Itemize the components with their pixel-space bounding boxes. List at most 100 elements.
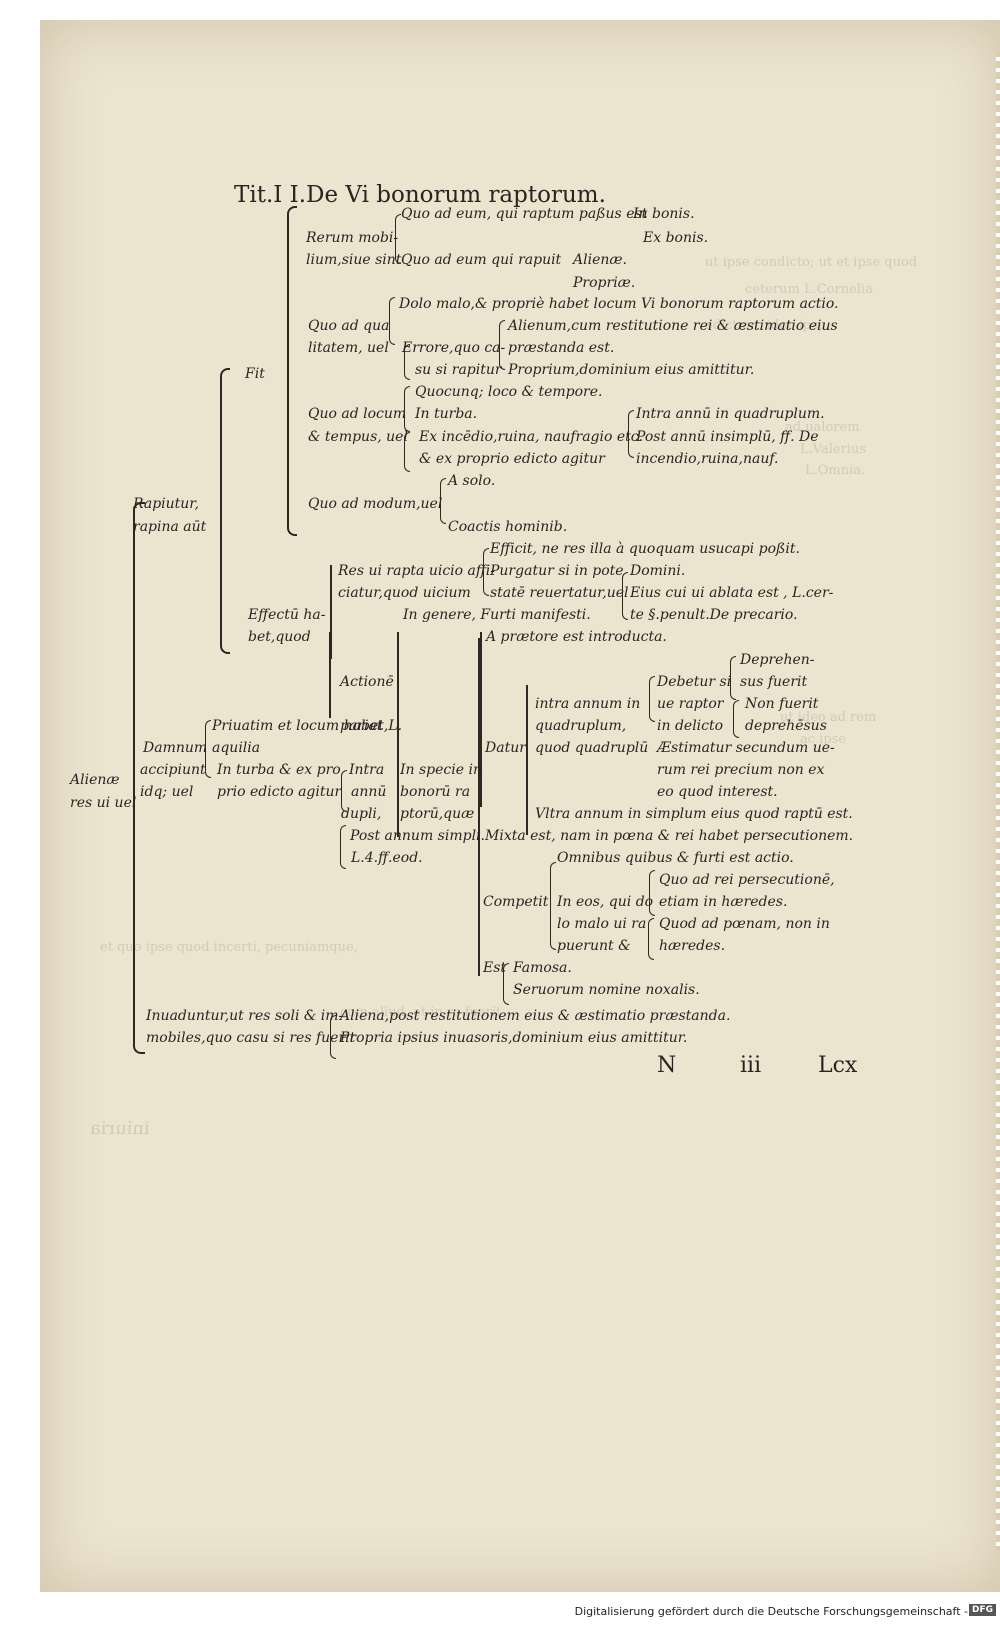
text-line: Alienæ. (573, 252, 627, 268)
ghost-text: iniuria (90, 1118, 150, 1139)
text-line: & ex proprio edicto agitur (419, 451, 605, 467)
ghost-text: ut ideo ad rem (780, 710, 877, 725)
text-line: Famosa. (513, 960, 572, 976)
text-line: Quo ad modum,uel (308, 496, 443, 512)
text-line: Proprium,dominium eius amittitur. (508, 362, 755, 378)
text-line: lo malo ui ra (557, 916, 647, 932)
text-line: Alienum,cum restitutione rei & æstimatio… (508, 318, 838, 334)
brace (483, 548, 489, 596)
brace (205, 720, 211, 778)
text-line: Eius cui ui ablata est , L.cer- (630, 585, 834, 601)
text-line: Ex incēdio,ruina, naufragio etc. (419, 429, 644, 445)
bracket-effectu (330, 565, 332, 659)
bracket-main (133, 502, 145, 1054)
text-line: Quod ad pœnam, non in (659, 916, 830, 932)
brace (404, 344, 410, 380)
text-line: Quo ad rei persecutionē, (659, 872, 835, 888)
brace (440, 478, 446, 524)
bracket-actione (329, 632, 331, 718)
text-line: deprehēsus (745, 718, 827, 734)
ghost-text: L.Omnia. (805, 463, 866, 478)
text-line: dupli, (341, 806, 382, 822)
text-line: aquilia (212, 740, 261, 756)
text-line: Res ui rapta uicio affi- (338, 563, 495, 579)
text-line: lium,siue sint (306, 252, 402, 268)
ghost-text: et quo ipse quod incerti, pecuniamque, (100, 940, 358, 955)
text-line: Rerum mobi- (306, 230, 399, 246)
text-line: Quo ad qua (308, 318, 390, 334)
brace (503, 963, 509, 1005)
footer-bar: Digitalisierung gefördert durch die Deut… (0, 1594, 1000, 1626)
text-line: res ui uel (70, 795, 137, 811)
signature-number: iii (740, 1053, 762, 1078)
text-line: Est (483, 960, 507, 976)
text-line: Effectū ha- (248, 607, 326, 623)
page-title: Tit.I I.De Vi bonorum raptorum. (234, 182, 606, 208)
brace (499, 320, 505, 370)
text-line: Efficit, ne res illa à quoquam usucapi p… (490, 541, 800, 557)
text-line: sus fuerit (740, 674, 808, 690)
text-line: accipiunt (140, 762, 206, 778)
brace (649, 870, 655, 916)
brace (340, 825, 346, 869)
text-line: Ex bonis. (643, 230, 709, 246)
text-line: A prætore est introducta. (486, 629, 667, 645)
brace (550, 862, 556, 950)
ghost-text: edictum, ideo ipse (705, 318, 826, 333)
text-line: Aliena,post restitutionem eius & æstimat… (340, 1008, 731, 1024)
brace (648, 918, 654, 960)
text-line: Coactis hominib. (448, 519, 568, 535)
text-line: ciatur,quod uicium (338, 585, 471, 601)
text-line: Quocunq; loco & tempore. (415, 384, 603, 400)
brace (389, 297, 395, 345)
brace (330, 1015, 336, 1059)
text-line: Fit (245, 366, 265, 382)
brace (622, 572, 628, 620)
text-line: rum rei precium non ex (657, 762, 825, 778)
text-line: Datur (485, 740, 526, 756)
text-line: & tempus, uel (308, 429, 408, 445)
text-line: quod quadruplū (535, 740, 649, 756)
text-line: In genere, Furti manifesti. (403, 607, 591, 623)
text-line: Intra (349, 762, 385, 778)
text-line: puerunt & (557, 938, 631, 954)
text-line: Damnum (143, 740, 208, 756)
text-line: Purgatur si in pote (490, 563, 624, 579)
text-line: In specie in (400, 762, 482, 778)
ghost-text: ad ualorem (785, 420, 860, 435)
text-line: Domini. (630, 563, 686, 579)
ghost-text: L.Valerius (800, 442, 866, 457)
bracket-datur (526, 685, 528, 835)
text-line: eo quod interest. (657, 784, 778, 800)
text-line: etiam in hæredes. (659, 894, 788, 910)
footer-credit: Digitalisierung gefördert durch die Deut… (574, 1605, 968, 1618)
text-line: Competit (483, 894, 549, 910)
book-page: ut ipse condicto; ut et ipse quod ceteru… (40, 20, 1000, 1592)
text-line: In eos, qui do (557, 894, 654, 910)
text-line: Errore,quo ca- (402, 340, 506, 356)
brace (649, 676, 655, 722)
brace (395, 214, 401, 264)
brace (404, 386, 410, 432)
text-line: Propria ipsius inuasoris,dominium eius a… (340, 1030, 688, 1046)
text-line: Omnibus quibus & furti est actio. (557, 850, 794, 866)
text-line: annū (351, 784, 387, 800)
text-line: statē reuertatur,uel (490, 585, 629, 601)
ghost-text: ut ipse condicto; ut et ipse quod (705, 255, 918, 270)
text-line: Dolo malo,& propriè habet locum Vi bonor… (399, 296, 839, 312)
text-line: Post annum simpli. (350, 828, 485, 844)
text-line: incendio,ruina,nauf. (636, 451, 779, 467)
text-line: in delicto (657, 718, 724, 734)
brace (628, 410, 634, 458)
text-line: Quo ad eum, qui raptum paßus est (401, 206, 648, 222)
folio-number: Lcx (818, 1053, 858, 1078)
text-line: Æstimatur secundum ue- (657, 740, 835, 756)
bracket-intra (397, 632, 399, 837)
text-line: mobiles,quo casu si res fuerit (146, 1030, 356, 1046)
text-line: Inuaduntur,ut res soli & im- (146, 1008, 344, 1024)
brace (341, 770, 347, 812)
bracket-fit (287, 206, 297, 536)
text-line: Propriæ. (573, 275, 636, 291)
text-line: Non fuerit (745, 696, 819, 712)
text-line: ptorū,quæ (400, 806, 475, 822)
